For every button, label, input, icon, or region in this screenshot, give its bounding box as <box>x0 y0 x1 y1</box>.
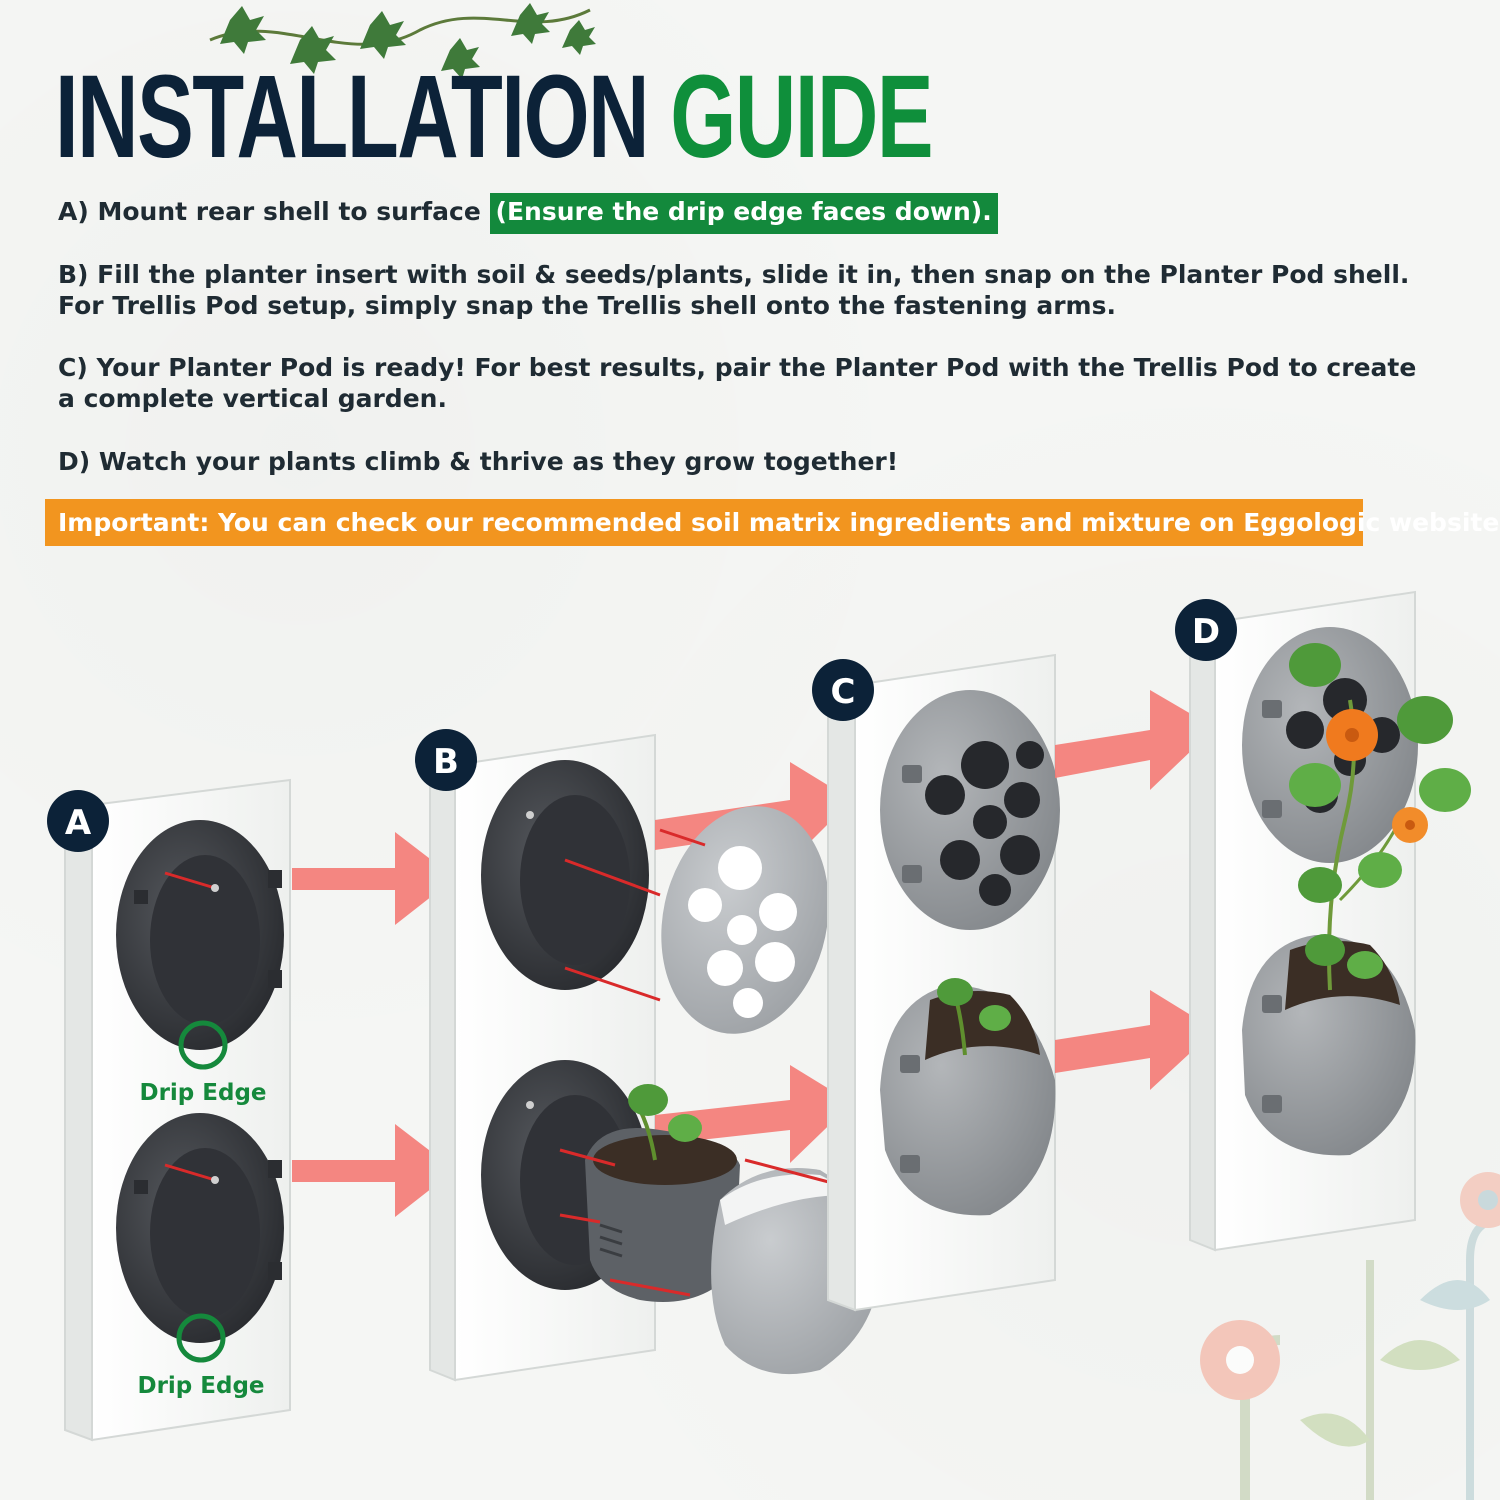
badge-c-label: C <box>831 672 856 712</box>
pink-flower-decoration-2 <box>1460 1172 1500 1228</box>
arrow-a-b-bottom <box>292 1124 455 1217</box>
rear-shell-b-top <box>481 760 649 990</box>
badge-b-label: B <box>433 742 459 782</box>
title-part-2: GUIDE <box>670 51 933 183</box>
drip-edge-marker-top <box>178 1020 228 1070</box>
orange-flower-1 <box>1326 709 1378 761</box>
step-a-text: A) Mount rear shell to surface (Ensure t… <box>58 193 1418 234</box>
page-title: INSTALLATION GUIDE <box>55 58 934 176</box>
badge-c: C <box>812 659 874 721</box>
arrow-b-c-bottom <box>655 1065 852 1163</box>
badge-d: D <box>1175 599 1237 661</box>
panel-a: Drip Edge Drip Edge A <box>47 778 291 1442</box>
installation-diagram: Drip Edge Drip Edge A <box>47 590 1500 1500</box>
trellis-pod-c <box>880 690 1060 930</box>
panel-d: D <box>1175 590 1471 1252</box>
botanical-decoration <box>1200 1172 1500 1500</box>
badge-b: B <box>415 729 477 791</box>
arrow-c-d-bottom <box>1055 990 1215 1090</box>
orange-flower-2 <box>1392 807 1428 843</box>
badge-a-label: A <box>65 803 92 843</box>
planter-pod-c <box>880 978 1056 1216</box>
climbing-nasturtium-plant <box>1289 643 1471 991</box>
step-a-highlight: (Ensure the drip edge faces down). <box>489 193 998 234</box>
badge-a: A <box>47 790 109 852</box>
step-a-main: A) Mount rear shell to surface <box>58 197 481 226</box>
arrow-c-d-top <box>1055 690 1215 790</box>
title-part-1: INSTALLATION <box>55 51 650 183</box>
planter-insert-b <box>585 1084 740 1302</box>
panel-c: C <box>812 653 1060 1312</box>
drip-edge-label-top: Drip Edge <box>139 1080 266 1106</box>
trellis-shell-b <box>564 806 829 1034</box>
step-b-text: B) Fill the planter insert with soil & s… <box>58 260 1410 320</box>
important-banner: Important: You can check our recommended… <box>45 499 1500 546</box>
step-c-text: C) Your Planter Pod is ready! For best r… <box>58 353 1417 413</box>
badge-d-label: D <box>1192 612 1220 652</box>
drip-edge-label-bottom: Drip Edge <box>137 1373 264 1399</box>
ivy-decoration <box>209 3 596 79</box>
pink-flower-decoration <box>1200 1320 1280 1400</box>
rear-shell-bottom <box>116 1113 284 1343</box>
step-d-text: D) Watch your plants climb & thrive as t… <box>58 447 899 476</box>
drip-edge-marker-bottom <box>176 1313 226 1363</box>
rear-shell-top <box>116 820 284 1050</box>
arrow-a-b-top <box>292 832 455 925</box>
